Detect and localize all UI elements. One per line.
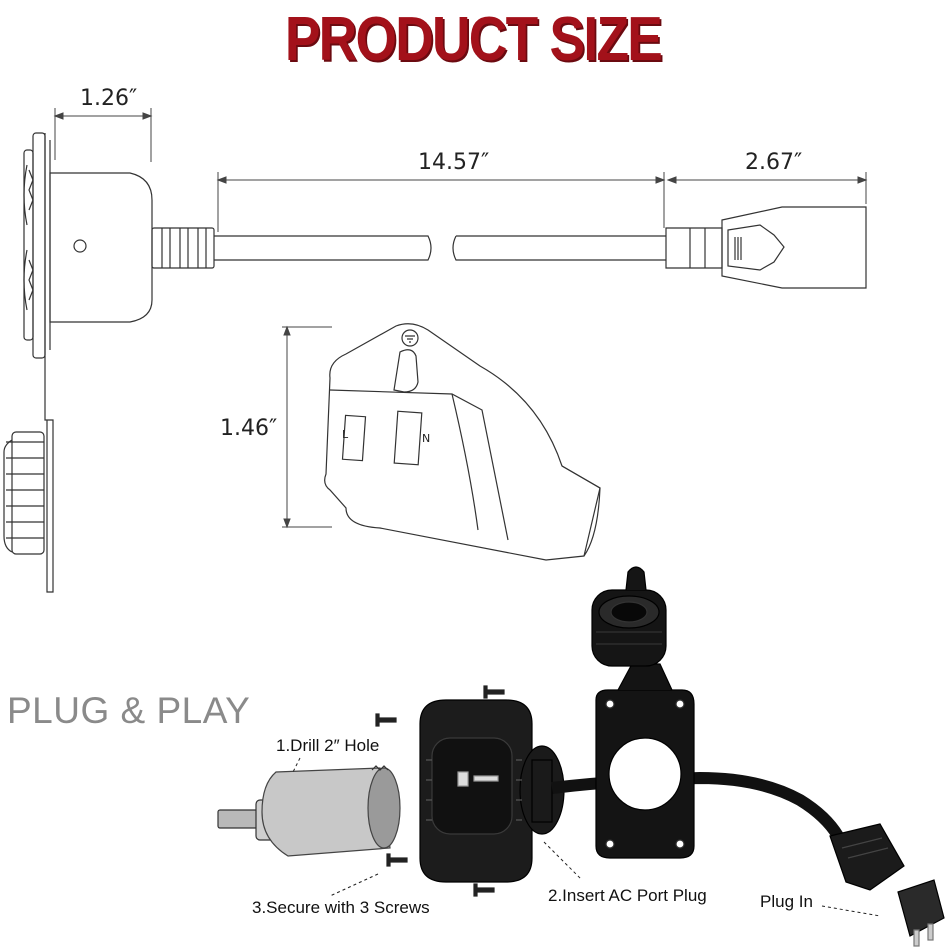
step-secure-label: 3.Secure with 3 Screws [252, 898, 430, 917]
leader-lines [291, 757, 881, 917]
power-cord [214, 235, 666, 261]
step-plug-in-label: Plug In [760, 892, 813, 911]
dimension-outlet-height: 1.46″ [220, 416, 278, 441]
outlet-front-view [324, 323, 601, 561]
step-insert-label: 2.Insert AC Port Plug [548, 886, 707, 905]
slot-label-line: L [342, 428, 349, 441]
receptacle-body [49, 172, 153, 323]
strain-relief [151, 227, 215, 269]
male-plug-illustration [829, 823, 945, 947]
mounting-gasket [595, 663, 695, 859]
faceplate-side-view [23, 132, 51, 359]
ac-port-receptacle [419, 699, 565, 883]
dimension-flange-depth: 1.26″ [80, 86, 138, 111]
plug-and-play-heading: PLUG & PLAY [7, 690, 251, 731]
dimension-cord-length: 14.57″ [418, 150, 490, 175]
step-drill-label: 1.Drill 2″ Hole [276, 736, 380, 755]
dimension-plug-length: 2.67″ [745, 150, 803, 175]
page-title: PRODUCT SIZE [284, 5, 663, 74]
dust-cap-side [3, 358, 54, 593]
screw-icons [375, 685, 505, 897]
female-plug-side [665, 206, 867, 289]
dimension-lines [53, 108, 868, 529]
dust-cap-illustration [591, 566, 667, 667]
slot-label-neutral: N [422, 432, 431, 445]
cord-illustration [551, 771, 844, 840]
hole-saw-illustration [217, 765, 401, 857]
